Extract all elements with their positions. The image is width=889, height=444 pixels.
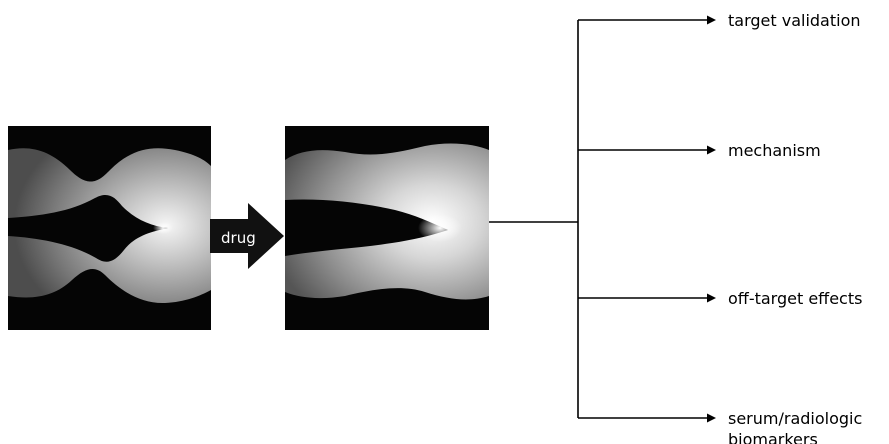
outcome-label-1: target validation <box>728 11 861 30</box>
outcome-labels: target validation mechanism off-target eff… <box>728 11 862 444</box>
drug-label: drug <box>221 229 256 247</box>
outcome-label-line: target validation <box>728 11 861 30</box>
branch-arrowhead-3 <box>707 293 716 303</box>
branch-arrowhead-1 <box>707 15 716 25</box>
bright-spot-before <box>153 222 173 234</box>
outcome-label-line: mechanism <box>728 141 821 160</box>
micrograph-after <box>285 126 489 330</box>
micrograph-before <box>8 126 211 330</box>
lumen-before <box>8 194 168 262</box>
outcome-label-line: off-target effects <box>728 289 862 308</box>
outcome-label-4: serum/radiologic biomarkers <box>728 409 862 444</box>
lumen-after <box>285 199 448 256</box>
drug-arrow: drug <box>210 203 284 269</box>
bright-spot-after <box>418 214 462 242</box>
branch-arrowhead-2 <box>707 145 716 155</box>
outcome-label-line: serum/radiologic <box>728 409 862 428</box>
outcome-label-2: mechanism <box>728 141 821 160</box>
branch-arrowhead-4 <box>707 413 716 423</box>
outcome-label-3: off-target effects <box>728 289 862 308</box>
outcome-label-line: biomarkers <box>728 430 818 444</box>
outcome-tree <box>489 15 716 423</box>
